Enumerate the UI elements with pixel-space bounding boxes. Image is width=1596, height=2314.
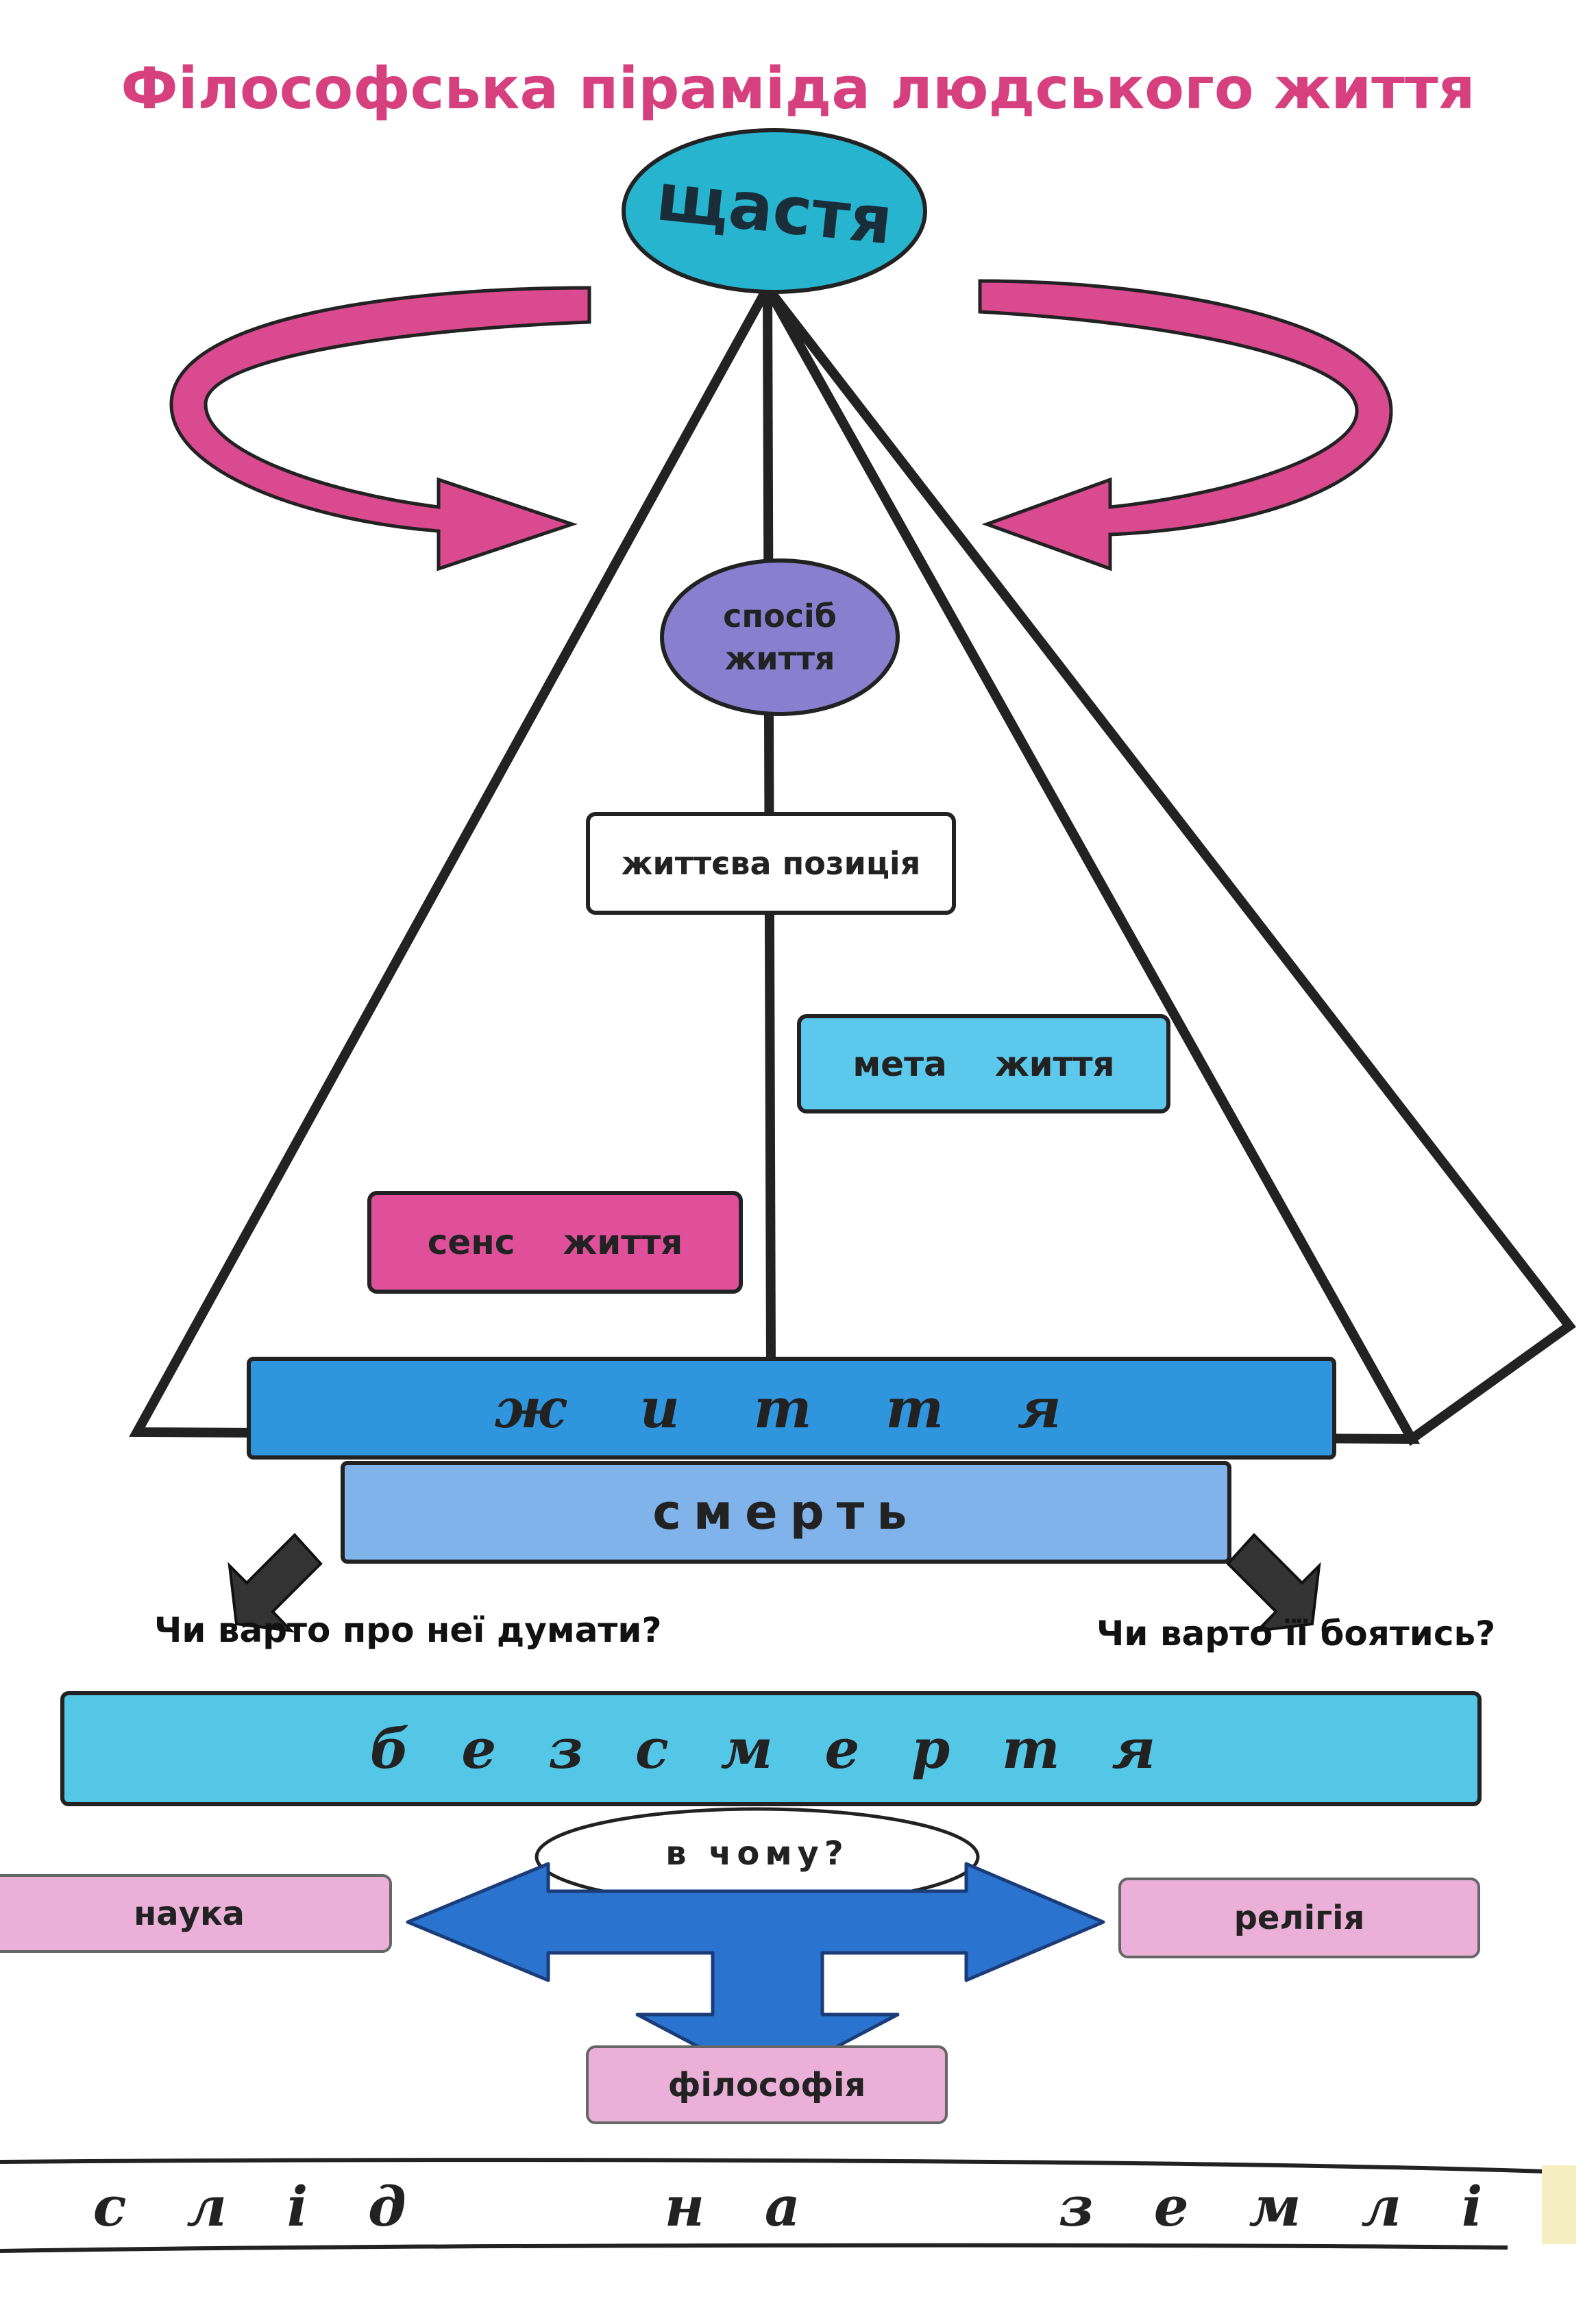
footer-band-bottom [0,2243,1508,2253]
down-right-arrow-icon [1226,1533,1321,1633]
religiia-label: релігія [1233,1899,1365,1937]
sposib-oval [660,558,900,716]
smert-bar: смерть [341,1461,1231,1564]
zhyttia-label: ж и т т я [494,1376,1089,1440]
question-right: Чи варто її боятись? [1096,1614,1496,1653]
meta-zhyttia-word: життя [994,1044,1115,1084]
question-left: Чи варто про неї думати? [154,1610,662,1650]
cross-arrow-icon [406,1862,1105,2085]
nauka-box: наука [0,1874,392,1953]
bezsmertia-label: б е з с м е р т я [369,1716,1173,1781]
v-chomu-label: в чому? [665,1834,849,1873]
page-title: Філософська піраміда людського життя [121,55,1475,122]
down-left-arrow-icon [228,1533,323,1633]
bezsmertia-bar: б е з с м е р т я [60,1691,1482,1806]
meta-word: мета [852,1044,947,1084]
footer-slid-na-zemli: с л і д н а з е м л і [93,2174,1503,2239]
filosofiia-label: філософія [667,2065,866,2104]
sens-zhyttia-word: життя [563,1222,683,1262]
nauka-label: наука [134,1894,245,1933]
sposib-line2: життя [724,640,835,677]
meta-zhyttia-box: мета життя [797,1014,1170,1113]
footer-band-top [0,2158,1571,2213]
sens-word: сенс [427,1222,515,1262]
religiia-box: релігія [1118,1878,1480,1958]
smert-label: смерть [652,1484,920,1540]
zhyttieva-pozytsiia-label: життєва позиція [621,845,921,882]
sens-zhyttia-box: сенс життя [367,1191,743,1294]
filosofiia-box: філософія [586,2045,948,2124]
zhyttia-bar: ж и т т я [247,1357,1336,1460]
top-oval [622,128,927,294]
curved-arrow-left-icon [169,286,591,571]
zhyttieva-pozytsiia-box: життєва позиція [586,812,956,915]
footer-band-accent [1542,2165,1576,2244]
curved-arrow-right-icon [978,279,1393,571]
sposib-zhyttia-label: спосіб життя [662,589,898,685]
sposib-line1: спосіб [723,598,837,635]
